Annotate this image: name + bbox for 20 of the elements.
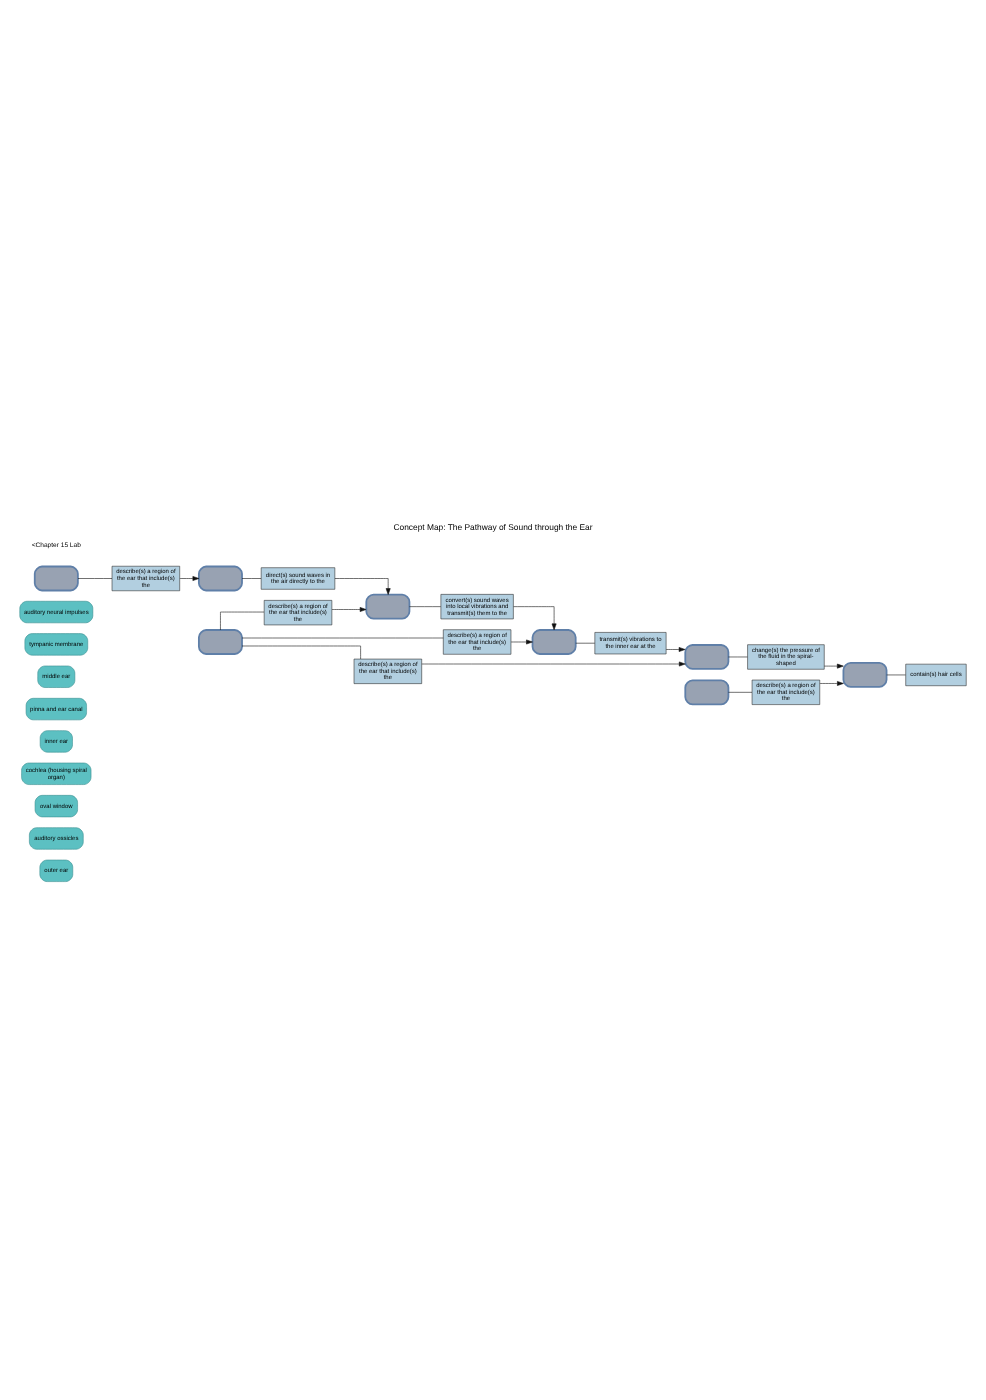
- node-box: [531, 628, 577, 654]
- node-box: [365, 592, 411, 619]
- node-box: [842, 661, 888, 687]
- arrow: [665, 646, 686, 651]
- arrow: [824, 662, 844, 668]
- connector: [241, 577, 262, 578]
- node-box: [33, 564, 79, 591]
- arrow: [513, 605, 557, 630]
- arrow: [331, 606, 367, 611]
- node-box: [198, 564, 243, 591]
- node-box: [684, 678, 730, 705]
- node-box: [684, 643, 730, 669]
- arrow: [179, 575, 200, 580]
- connector: [220, 610, 265, 630]
- node-box: [198, 628, 243, 654]
- arrow: [421, 660, 686, 666]
- connector: [77, 577, 113, 578]
- arrow: [819, 680, 844, 685]
- arrow: [334, 577, 391, 594]
- arrow: [510, 638, 533, 644]
